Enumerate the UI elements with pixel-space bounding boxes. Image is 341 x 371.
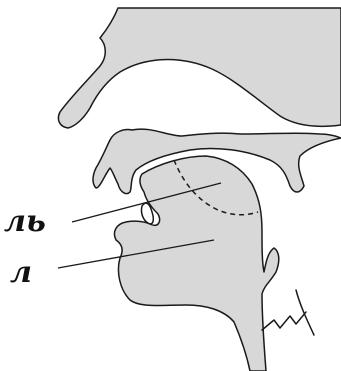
tongue-lower-jaw bbox=[114, 156, 278, 371]
label-hard-l: л bbox=[10, 255, 32, 290]
upper-head-region bbox=[58, 8, 341, 128]
larynx-zigzag bbox=[262, 312, 306, 330]
label-soft-l: ль bbox=[4, 204, 46, 239]
